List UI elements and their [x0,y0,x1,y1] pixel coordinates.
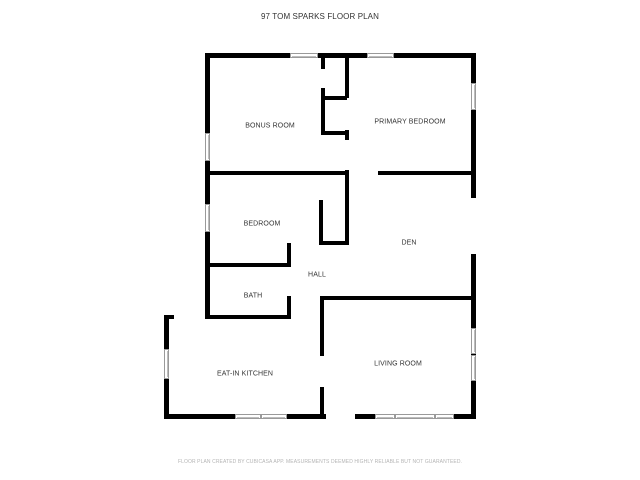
window-living-bottom-3 [435,414,454,419]
wall-closet-bottom-horizontal [321,131,347,135]
window-bonus-room-left [205,133,210,161]
wall-bedroom-right-stub [287,243,291,267]
wall-bedroom-closet-right [345,171,349,245]
window-bedroom-left [205,204,210,232]
window-kitchen-left [164,349,169,379]
wall-living-left-lower [320,387,324,419]
room-label-hall: HALL [308,271,326,279]
window-living-room-right-2 [471,355,476,381]
wall-bath-right-stub [287,296,291,318]
wall-den-bottom [320,296,476,300]
window-living-room-right-1 [471,328,476,354]
window-primary-bedroom-top [367,53,394,58]
wall-living-left-upper [320,296,324,356]
wall-closet-mid-horizontal [321,96,347,100]
window-bonus-room-top [290,53,318,58]
wall-closet-stub [345,130,349,140]
wall-primary-bottom [378,171,476,175]
room-label-living-room: LIVING ROOM [374,360,422,368]
window-living-bottom-2 [395,414,435,419]
room-label-eat-in-kitchen: EAT-IN KITCHEN [216,370,274,378]
window-living-bottom-1 [375,414,395,419]
wall-bath-bottom [205,315,291,319]
wall-closet-divider [345,53,349,98]
den-right-opening [471,198,476,254]
wall-top [205,53,476,58]
wall-closet-upper-left [321,53,325,69]
wall-kitchen-top-stub [164,315,174,319]
window-kitchen-bottom-1 [235,414,261,419]
floor-plan-disclaimer: FLOOR PLAN CREATED BY CUBICASA APP. MEAS… [177,459,463,465]
wall-left-upper [205,53,210,319]
room-label-bonus-room: BONUS ROOM [245,122,295,130]
wall-bonus-bottom [205,171,349,175]
room-label-bedroom: BEDROOM [243,220,281,228]
room-label-primary-bedroom: PRIMARY BEDROOM [374,118,446,126]
window-kitchen-bottom-2 [261,414,287,419]
wall-closet-left [321,88,325,135]
window-primary-bedroom-right [471,83,476,110]
room-label-bath: BATH [243,292,263,300]
floor-plan-title: 97 TOM SPARKS FLOOR PLAN [261,12,379,21]
room-label-den: DEN [401,239,417,247]
wall-bedroom-bottom [205,263,291,267]
wall-bedroom-closet-bottom [319,241,349,245]
wall-bedroom-closet-left [319,200,323,245]
